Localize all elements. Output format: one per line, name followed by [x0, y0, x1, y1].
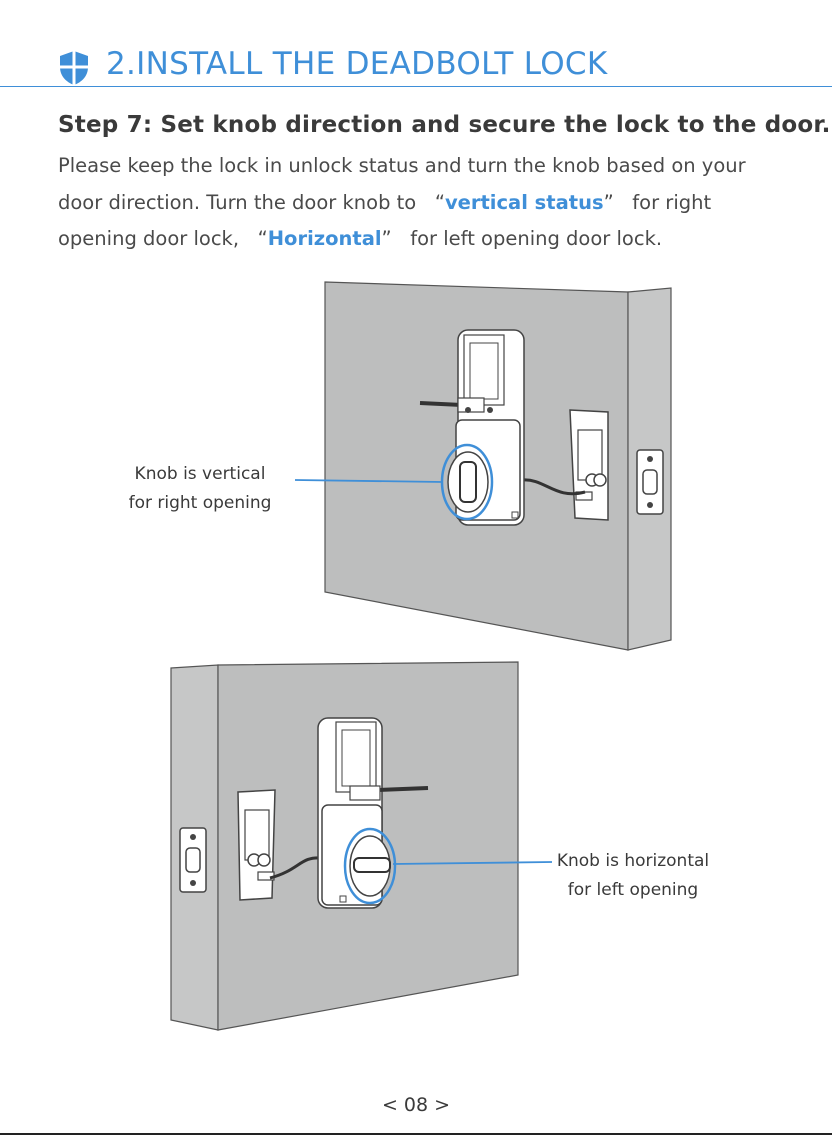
shield-icon — [60, 51, 88, 85]
instruction-line-3: opening door lock, “Horizontal” for left… — [58, 221, 818, 258]
text-segment: door direction. Turn the door knob to “ — [58, 190, 445, 214]
step-title: Step 7: Set knob direction and secure th… — [58, 112, 831, 138]
instruction-line-2: door direction. Turn the door knob to “v… — [58, 185, 818, 222]
label-line: for right opening — [128, 493, 272, 513]
knob-horizontal-label: Knob is horizontal for left opening — [548, 847, 718, 905]
text-segment: ” for right — [603, 190, 712, 214]
section-title: 2.INSTALL THE DEADBOLT LOCK — [106, 46, 608, 82]
header-divider — [0, 86, 832, 87]
label-line: Knob is vertical — [134, 464, 266, 484]
section-header: 2.INSTALL THE DEADBOLT LOCK — [0, 44, 832, 88]
highlight-vertical: vertical status — [444, 190, 604, 214]
label-line: Knob is horizontal — [556, 851, 710, 871]
text-segment: ” for left opening door lock. — [381, 227, 663, 250]
knob-vertical-label: Knob is vertical for right opening — [110, 460, 290, 518]
instruction-text: Please keep the lock in unlock status an… — [58, 148, 818, 258]
text-segment: opening door lock, “ — [58, 227, 268, 250]
page-number: < 08 > — [381, 1094, 451, 1116]
highlight-horizontal: Horizontal — [267, 227, 382, 250]
instruction-line-1: Please keep the lock in unlock status an… — [58, 154, 746, 177]
footer-divider — [0, 1133, 832, 1135]
label-line: for left opening — [567, 880, 699, 900]
